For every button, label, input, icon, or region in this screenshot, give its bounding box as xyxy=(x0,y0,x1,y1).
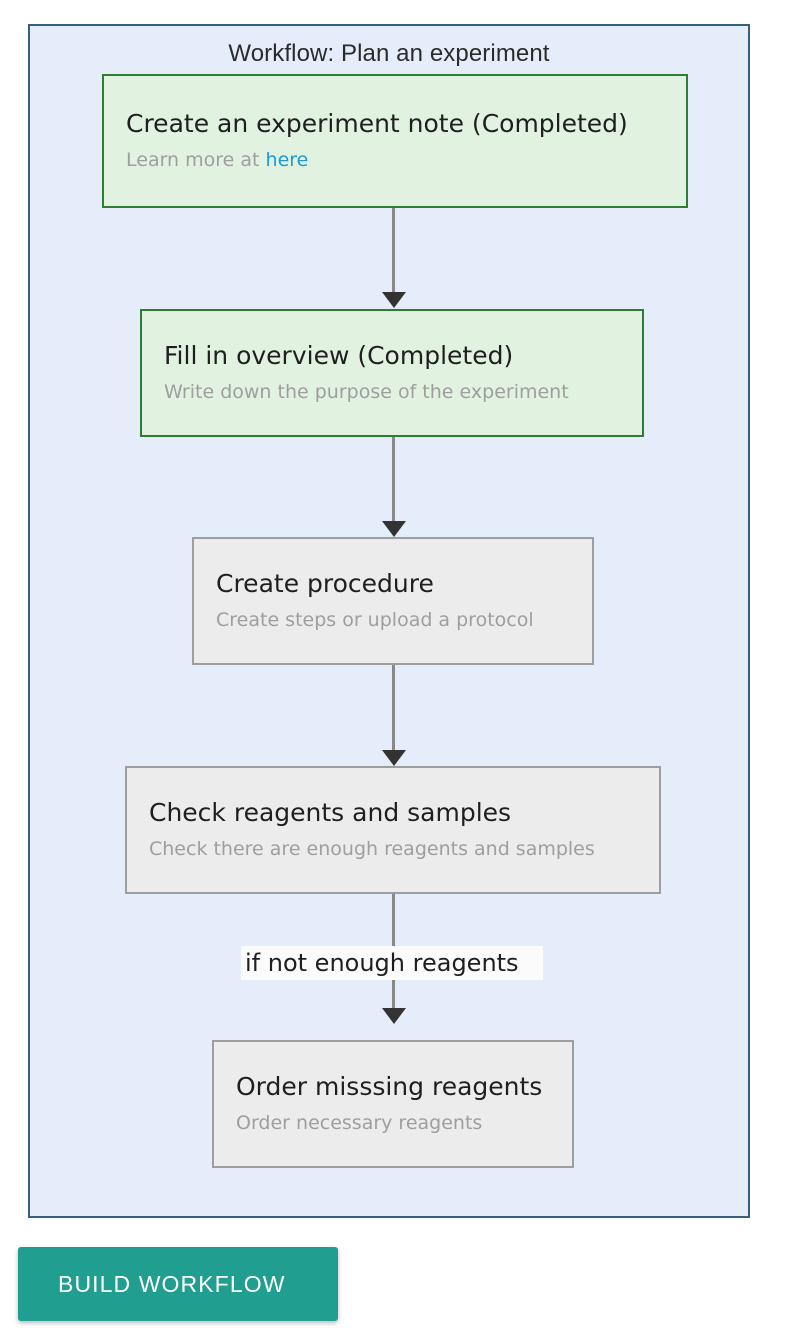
workflow-title: Workflow: Plan an experiment xyxy=(228,40,550,67)
node-subtitle: Write down the purpose of the experiment xyxy=(164,380,569,403)
build-workflow-button[interactable]: BUILD WORKFLOW xyxy=(18,1247,338,1321)
workflow-panel: Workflow: Plan an experiment Create an e… xyxy=(28,24,750,1218)
node-subtitle: Learn more at here xyxy=(126,148,686,172)
node-title: Check reagents and samples xyxy=(149,798,512,828)
node-subtitle: Order necessary reagents xyxy=(236,1111,483,1134)
node-subtitle: Create steps or upload a protocol xyxy=(216,608,534,631)
workflow-node-fill-overview[interactable]: Fill in overview (Completed) Write down … xyxy=(140,309,644,437)
workflow-node-create-note[interactable]: Create an experiment note (Completed) Le… xyxy=(102,74,688,208)
edge-arrowhead-1 xyxy=(381,292,406,308)
edge-line-3 xyxy=(392,665,395,750)
edge-arrowhead-2 xyxy=(381,521,406,537)
edge-arrowhead-3 xyxy=(381,750,406,766)
workflow-node-check-reagents[interactable]: Check reagents and samples Check there a… xyxy=(125,766,661,894)
edge-label-if-not-enough-reagents: if not enough reagents xyxy=(241,946,543,980)
edge-arrowhead-4 xyxy=(381,1008,406,1024)
workflow-node-create-procedure[interactable]: Create procedure Create steps or upload … xyxy=(192,537,594,665)
node-title: Order misssing reagents xyxy=(236,1072,543,1102)
node-subtitle-text: Learn more at xyxy=(126,148,266,171)
workflow-node-order-missing-reagents[interactable]: Order misssing reagents Order necessary … xyxy=(212,1040,574,1168)
learn-more-link[interactable]: here xyxy=(265,148,309,171)
node-title: Create procedure xyxy=(216,569,434,599)
node-title: Create an experiment note (Completed) xyxy=(126,109,628,139)
node-subtitle: Check there are enough reagents and samp… xyxy=(149,837,595,860)
edge-line-1 xyxy=(392,208,395,292)
node-title: Fill in overview (Completed) xyxy=(164,341,514,371)
edge-line-2 xyxy=(392,437,395,521)
